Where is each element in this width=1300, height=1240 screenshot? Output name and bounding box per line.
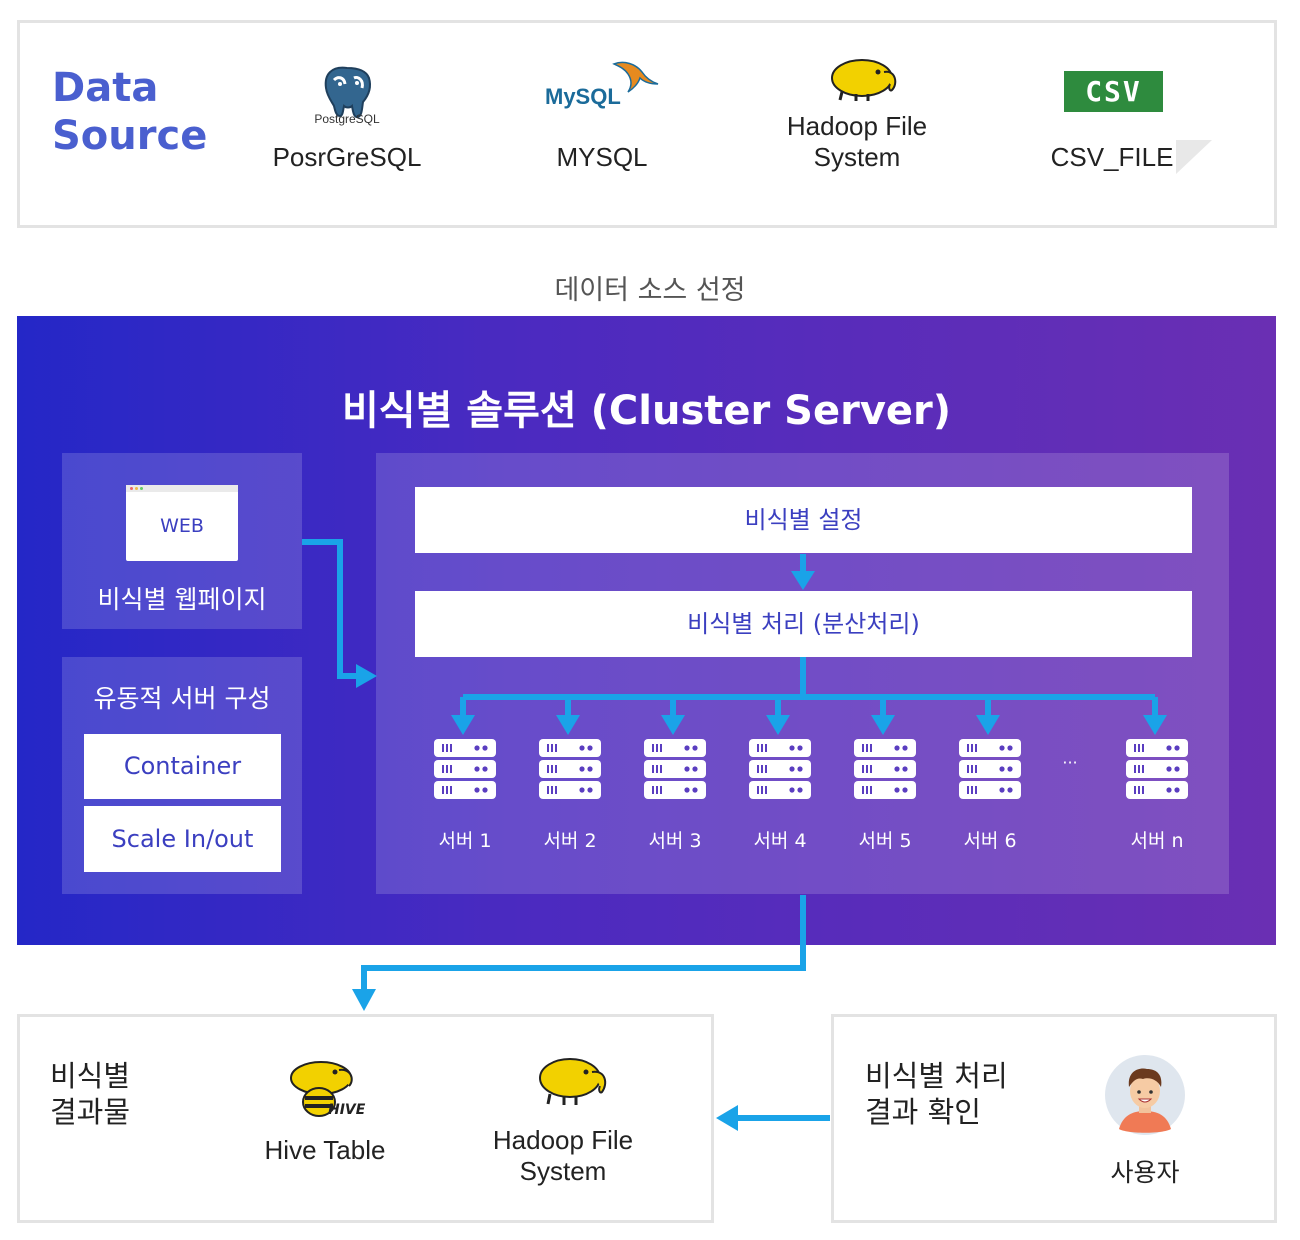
server-icon: [539, 739, 601, 799]
dynamic-config-title: 유동적 서버 구성: [93, 684, 271, 713]
postgresql-label: PosrGreSQL: [272, 142, 422, 172]
cluster-to-result-line: [361, 895, 806, 990]
confirm-title: 비식별 처리 결과 확인: [865, 1058, 1008, 1130]
hadoop-elephant-icon: [831, 59, 897, 101]
hive-table-label: Hive Table: [264, 1135, 386, 1165]
web-to-processing-line: [302, 539, 358, 679]
arrowhead-result: [352, 989, 376, 1011]
result-title-line1: 비식별: [50, 1059, 131, 1093]
mysql-logo: MySQL: [545, 84, 665, 110]
hdfs-label-bottom-line1: Hadoop File: [492, 1125, 634, 1155]
confirm-panel: [831, 1014, 1277, 1223]
web-panel-label: 비식별 웹페이지: [97, 585, 267, 614]
server-label: 서버 4: [753, 830, 807, 852]
scale-box: Scale In/out: [84, 806, 281, 872]
server-icon: [434, 739, 496, 799]
user-label: 사용자: [1110, 1158, 1180, 1187]
mysql-logo-text: MySQL: [545, 84, 621, 109]
web-badge: WEB: [160, 515, 204, 537]
hdfs-label-bottom: Hadoop File System: [453, 1125, 673, 1187]
dynamic-config-panel: 유동적 서버 구성 Container Scale In/out: [62, 657, 302, 894]
data-source-title-line1: Data: [52, 65, 159, 111]
hdfs-label-top-line2: System: [813, 142, 901, 172]
hdfs-label-bottom-line2: System: [519, 1156, 607, 1186]
mysql-label: MYSQL: [556, 142, 648, 172]
arrowhead-confirm: [716, 1105, 738, 1131]
hdfs-label-top-line1: Hadoop File: [786, 111, 928, 141]
result-title-line2: 결과물: [50, 1095, 131, 1129]
server-icon: [1126, 739, 1188, 799]
csv-file-corner-icon: [1176, 140, 1212, 174]
server-icon: [644, 739, 706, 799]
window-dot-green: [140, 487, 143, 490]
data-source-title: Data Source: [52, 64, 207, 160]
hadoop-elephant-icon-bottom: [539, 1058, 607, 1105]
result-panel: [17, 1014, 714, 1223]
result-title: 비식별 결과물: [50, 1058, 130, 1130]
confirm-title-line1: 비식별 처리: [865, 1059, 1008, 1093]
server-label: 서버 n: [1130, 830, 1184, 852]
server-label: 서버 6: [963, 830, 1017, 852]
csv-label: CSV_FILE: [1050, 142, 1174, 172]
web-window: WEB: [126, 485, 238, 561]
window-dot-red: [130, 487, 133, 490]
server-icon: [854, 739, 916, 799]
container-box: Container: [84, 734, 281, 799]
setting-box: 비식별 설정: [415, 487, 1192, 553]
data-source-title-line2: Source: [52, 113, 208, 159]
server-label: 서버 1: [438, 830, 492, 852]
web-panel: WEB 비식별 웹페이지: [62, 453, 302, 629]
confirm-title-line2: 결과 확인: [865, 1095, 981, 1129]
dolphin-icon: [612, 61, 659, 93]
hdfs-label-top: Hadoop File System: [747, 111, 967, 173]
hive-logo-text: HIVE: [328, 1102, 366, 1118]
processing-box: 비식별 처리 (분산처리): [415, 591, 1192, 657]
window-titlebar: [126, 485, 238, 492]
server-label: 서버 5: [858, 830, 912, 852]
step-label: 데이터 소스 선정: [554, 275, 746, 306]
csv-logo: CSV: [1064, 71, 1163, 112]
csv-logo-text: CSV: [1085, 75, 1142, 108]
server-icon: [749, 739, 811, 799]
arrowhead-setting: [791, 571, 815, 590]
server-icon: [959, 739, 1021, 799]
server-label: 서버 3: [648, 830, 702, 852]
server-label: 서버 2: [543, 830, 597, 852]
server-ellipsis: ···: [1062, 753, 1078, 772]
postgresql-logo-text: PostgreSQL: [314, 112, 380, 126]
cluster-title: 비식별 솔루션 (Cluster Server): [341, 388, 952, 434]
hive-bee-icon: [290, 1061, 353, 1117]
arrowhead-web: [356, 664, 377, 688]
data-source-panel: [17, 20, 1277, 228]
postgresql-icon: [324, 66, 372, 119]
user-avatar-icon: [1105, 1055, 1185, 1135]
window-dot-yellow: [135, 487, 138, 490]
